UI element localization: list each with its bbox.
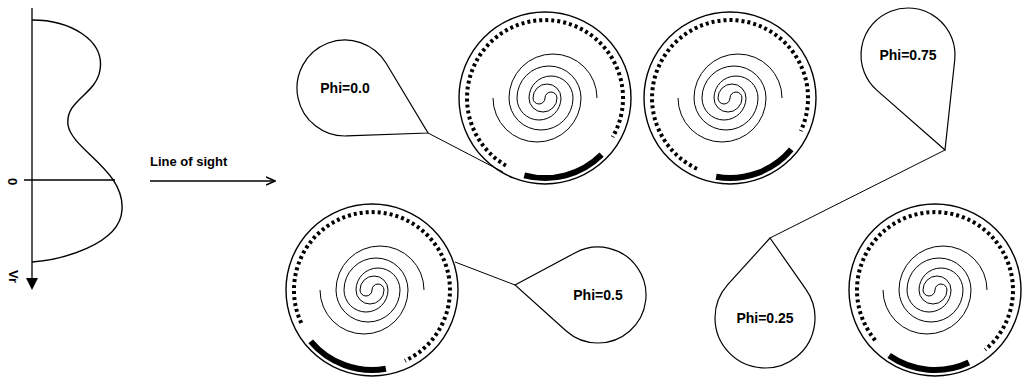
accretion-disk xyxy=(449,3,641,196)
accretion-disk xyxy=(849,204,1021,377)
line-profile xyxy=(24,8,122,288)
sight-arrow xyxy=(150,180,274,182)
phase-label: Phi=0.0 xyxy=(320,80,369,96)
roche-lobe: Phi=0.5 xyxy=(512,244,649,346)
phase-label: Phi=0.75 xyxy=(879,47,936,63)
roche-lobe: Phi=0.75 xyxy=(858,5,958,153)
gas-stream xyxy=(428,133,945,285)
roche-lobe-outline xyxy=(858,5,958,153)
sight-label: Line of sight xyxy=(150,154,227,169)
axis-label: Vr xyxy=(6,269,21,282)
accretion-disk xyxy=(630,0,831,200)
roche-lobe: Phi=0.25 xyxy=(712,235,818,371)
phase-label: Phi=0.5 xyxy=(573,287,622,303)
axis-label: 0 xyxy=(5,177,20,184)
phase-label: Phi=0.25 xyxy=(736,310,793,326)
roche-lobe: Phi=0.0 xyxy=(294,37,431,139)
accretion-disk xyxy=(271,190,472,383)
roche-lobe-outline xyxy=(712,235,818,371)
